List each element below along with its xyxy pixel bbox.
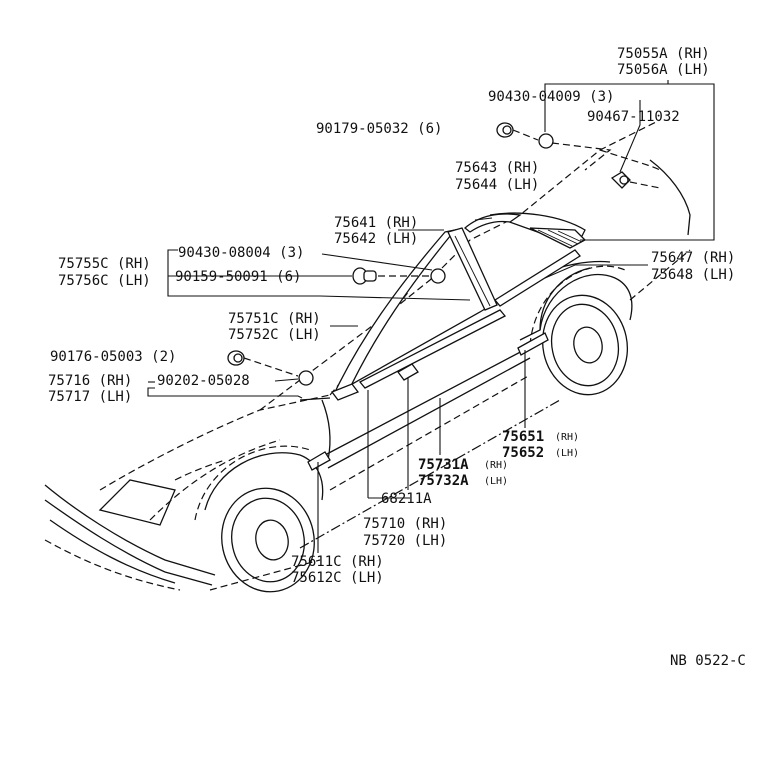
label-75652-side: (LH) <box>555 448 579 459</box>
mirror-moulding <box>330 383 360 401</box>
label-68211A: 68211A <box>381 491 432 507</box>
label-90430-04009: 90430-04009 (3) <box>488 89 614 105</box>
quarter-window-moulding <box>494 249 581 307</box>
label-75731A: 75731A <box>418 457 469 473</box>
washer-icon-90202 <box>298 370 314 386</box>
center-pillar-moulding <box>447 227 498 311</box>
diagram-code: NB 0522-C <box>670 653 746 669</box>
label-90159-50091: 90159-50091 (6) <box>175 269 301 285</box>
washer-icon-90430-04009 <box>538 133 554 149</box>
label-90176-05003: 90176-05003 (2) <box>50 349 176 365</box>
label-75612C: 75612C (LH) <box>291 570 384 586</box>
rear-window-glass <box>529 227 587 249</box>
label-75720: 75720 (LH) <box>363 533 447 549</box>
label-75647: 75647 (RH) <box>651 250 735 266</box>
roof-side-moulding <box>463 213 522 233</box>
car-body-outline <box>44 119 691 593</box>
nut-icon-90159 <box>352 267 377 285</box>
label-75716: 75716 (RH) <box>48 373 132 389</box>
door-belt-moulding <box>358 309 507 389</box>
door-handle-emblem <box>397 363 419 381</box>
label-75651: 75651 <box>502 429 544 445</box>
label-75731A-side: (RH) <box>484 460 508 471</box>
label-90202-05028: 90202-05028 <box>157 373 250 389</box>
label-75752C: 75752C (LH) <box>228 327 321 343</box>
washer-icon-90430-08004 <box>430 268 446 284</box>
label-75641: 75641 (RH) <box>334 215 418 231</box>
label-75651-side: (RH) <box>555 432 579 443</box>
rear-body-moulding <box>517 332 549 356</box>
leader-lines <box>147 80 715 553</box>
clip-icon-90467 <box>610 171 631 189</box>
label-75732A-side: (LH) <box>484 476 508 487</box>
label-75751C: 75751C (RH) <box>228 311 321 327</box>
front-fender-moulding <box>307 451 331 471</box>
label-75755C: 75755C (RH) <box>58 256 151 272</box>
label-75643: 75643 (RH) <box>455 160 539 176</box>
label-75732A: 75732A <box>418 473 469 489</box>
label-75710: 75710 (RH) <box>363 516 447 532</box>
label-75756C: 75756C (LH) <box>58 273 151 289</box>
part-labels: 75055A (RH) 75056A (LH) 90430-04009 (3) … <box>48 46 746 669</box>
clip-icon-90179 <box>496 122 514 138</box>
label-75642: 75642 (LH) <box>334 231 418 247</box>
label-75644: 75644 (LH) <box>455 177 539 193</box>
label-90430-08004: 90430-08004 (3) <box>178 245 304 261</box>
label-75611C: 75611C (RH) <box>291 554 384 570</box>
label-90467-11032: 90467-11032 <box>587 109 680 125</box>
label-75056A: 75056A (LH) <box>617 62 710 78</box>
label-90179-05032: 90179-05032 (6) <box>316 121 442 137</box>
label-75648: 75648 (LH) <box>651 267 735 283</box>
clip-icon-90176 <box>227 350 245 366</box>
label-75717: 75717 (LH) <box>48 389 132 405</box>
label-75055A: 75055A (RH) <box>617 46 710 62</box>
label-75652: 75652 <box>502 445 544 461</box>
